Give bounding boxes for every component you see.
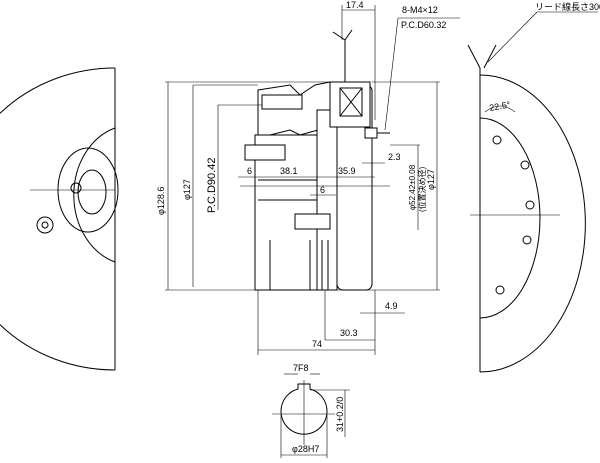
outer-dia-label: φ128.6	[156, 187, 166, 215]
lead-length-label: リード線長さ300	[535, 1, 600, 12]
dim-6a: 6	[247, 166, 252, 176]
dim-6b: 6	[320, 185, 325, 195]
key-width-label: 7F8	[293, 363, 309, 373]
dim-38-1: 38.1	[280, 166, 298, 176]
key-height-label: 31+0.2/0	[335, 397, 345, 432]
dia-right-label: φ127	[426, 169, 436, 190]
section-view	[240, 29, 390, 291]
right-end-view	[467, 11, 598, 373]
dim-17-4: 17.4	[346, 0, 364, 10]
dim-4-9: 4.9	[385, 301, 398, 311]
hole-icon	[70, 182, 82, 194]
pcd-large-label: P.C.D90.42	[206, 158, 218, 213]
pilot-note-label: (位置決め径)	[417, 166, 427, 212]
pilot-dia-label: φ52.42±0.08	[408, 164, 417, 210]
dim-35-9: 35.9	[338, 166, 356, 176]
dim-2-3: 2.3	[388, 152, 401, 162]
dim-30-3: 30.3	[340, 328, 358, 338]
screw-spec-label: 8-M4×12	[402, 5, 438, 15]
left-end-view	[0, 67, 119, 371]
dia-left-label: φ127	[182, 179, 192, 200]
pcd-small-label: P.C.D60.32	[401, 20, 446, 30]
bore-label: φ28H7	[292, 444, 319, 454]
angle-label: 22.5°	[489, 99, 512, 113]
bore-detail	[272, 373, 350, 458]
dim-74: 74	[312, 339, 322, 349]
dimension-lines	[165, 5, 460, 355]
